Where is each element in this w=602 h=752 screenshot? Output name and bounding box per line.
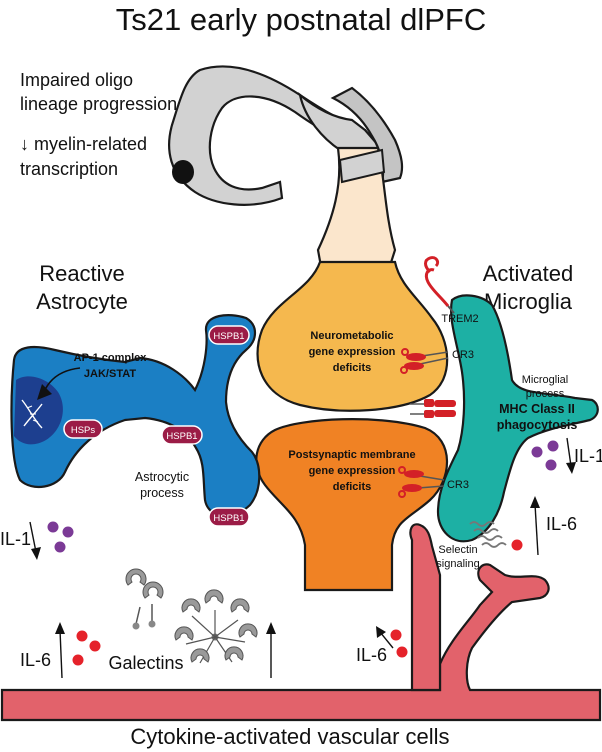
vascular-il6-mid-label: IL-6 [356,645,387,665]
astrocyte-cell-body [10,314,261,517]
oligo-text-line1: Impaired oligo [20,70,133,90]
trem2-label: TREM2 [441,313,478,325]
astrocyte-signal-line1: AP-1 complex [74,352,148,364]
axon-myelin-band [338,148,386,184]
oligo-text-line3: ↓ myelin-related [20,134,147,154]
neuron-top-compartment [256,260,449,412]
diagram-title: Ts21 early postnatal dlPFC [116,2,486,37]
microglia-il1-down-arrow [566,437,576,474]
neuron-top-text-line2: gene expression [309,346,396,358]
astrocyte-il1-label: IL-1 [0,529,31,549]
blood-vessel [0,563,602,722]
microglia-label-line2: Microglia [484,289,573,314]
microglia-il1-cytokines [531,440,559,471]
hspb1-pill-bottom: HSPB1 [208,507,250,527]
hspb1-pill-top-label: HSPB1 [213,331,244,342]
vascular-il6-left-label: IL-6 [20,650,51,670]
selectin-molecules [469,521,507,548]
cr3-top-label: CR3 [452,349,474,361]
mhc-text-line2: phagocytosis [497,418,578,432]
mhc-class-ii-receptor [410,399,456,418]
astrocytic-process-line1: Astrocytic [135,470,189,484]
oligo-text-line4: transcription [20,159,118,179]
hspb1-pill-middle-label: HSPB1 [166,431,197,442]
neuron-bottom-text-line1: Postsynaptic membrane [288,449,415,461]
galectin-lattice-icon [174,589,258,664]
hsps-pill: HSPs [63,419,103,439]
neuron-top-text-line1: Neurometabolic [310,330,393,342]
selectin-text-line1: Selectin [438,544,477,556]
vascular-up-arrow-middle [266,622,276,678]
microglia-il6-up-arrow [530,496,540,556]
signal-arrowhead [37,384,52,400]
neuron-bottom-text-line3: deficits [333,481,372,493]
vascular-il6-mid-up-arrow [376,626,394,649]
blood-vessel-branch [409,523,442,692]
galectins-label: Galectins [108,653,183,673]
microglia-label-line1: Activated [483,261,574,286]
trem2-receptor [424,256,455,314]
astrocyte-il1-cytokines [47,521,74,553]
microglial-process-line1: Microglial [522,374,568,386]
vascular-il6-mid-cytokines [390,629,408,658]
cr3-bottom-label: CR3 [447,479,469,491]
vascular-footer-label: Cytokine-activated vascular cells [130,724,449,749]
astrocyte-label-line2: Astrocyte [36,289,128,314]
microglia-il6-label: IL-6 [546,514,577,534]
neuron-bottom-text-line2: gene expression [309,465,396,477]
cr3-receptor-bottom [398,466,445,498]
oligo-myelin-sheath [330,86,404,184]
astrocyte-signal-line2: JAK/STAT [84,368,136,380]
astrocytic-process-line2: process [140,486,184,500]
mhc-text-line1: MHC Class II [499,402,575,416]
oligo-nucleus [172,160,194,184]
astrocyte-il1-down-arrow [29,521,41,560]
microglia-il6-cytokines [511,539,523,551]
galectin-pair-icon [125,568,164,630]
vascular-il6-left-up-arrow [55,622,65,679]
selectin-text-line2: signaling [436,558,479,570]
microglial-process-line2: process [526,388,565,400]
hspb1-pill-top: HSPB1 [208,325,250,345]
cr3-receptor-top [400,348,449,374]
astrocyte-label-line1: Reactive [39,261,125,286]
neuron-top-text-line3: deficits [333,362,372,374]
vascular-il6-left-cytokines [72,630,101,666]
hsps-pill-label: HSPs [71,425,96,436]
oligo-text-line2: lineage progression [20,94,177,114]
hspb1-pill-middle: HSPB1 [161,425,203,445]
hspb1-pill-bottom-label: HSPB1 [213,513,244,524]
microglia-il1-label: IL-1 [574,446,602,466]
microglia-cell-body [436,294,599,543]
neuron-bottom-compartment [255,418,449,592]
dna-icon [21,399,43,429]
